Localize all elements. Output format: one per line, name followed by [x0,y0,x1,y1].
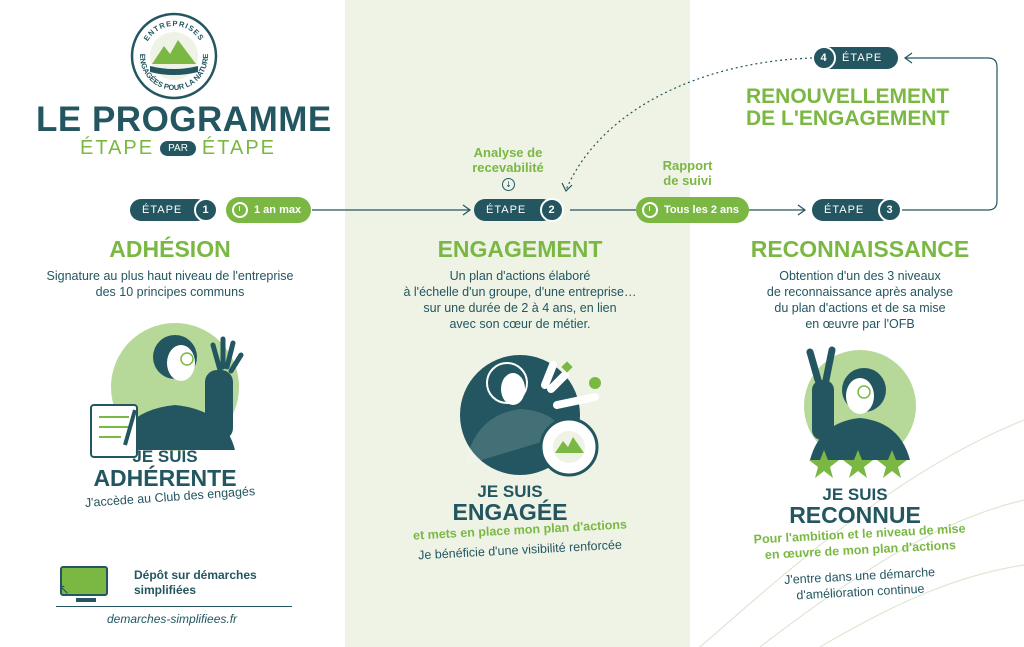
adherente-illustration [90,323,244,458]
reconnaissance-desc-line-1: Obtention d'un des 3 niveaux [779,269,941,283]
adhesion-status: ADHÉRENTE [93,465,237,491]
stopwatch-icon [642,202,658,218]
step-3-number: 3 [878,198,902,222]
engagee-illustration [460,355,601,477]
computer-monitor-icon [60,566,112,602]
engagement-status: ENGAGÉE [452,499,568,525]
step-1-pill: ÉTAPE 1 [130,198,218,222]
renouvellement-line-2: DE L'ENGAGEMENT [746,107,950,130]
reconnaissance-desc-line-3: du plan d'actions et de sa mise [774,301,946,315]
stopwatch-icon [232,202,248,218]
adhesion-desc-line-2: des 10 principes communs [95,285,245,299]
step-1-label: ÉTAPE [142,204,183,216]
step-2-label: ÉTAPE [486,204,527,216]
step-4-pill: ÉTAPE 4 [812,46,898,70]
duration-1-label: 1 an max [254,204,302,216]
depot-line-2: simplifiées [134,583,197,597]
adhesion-heading: ADHÉSION [109,236,231,262]
step-2-number: 2 [540,198,564,222]
three-stars-icon [809,450,907,478]
subtitle-etape-left: ÉTAPE [80,137,155,159]
depot-line-1: Dépôt sur démarches [134,568,257,582]
page-subtitle: ÉTAPE PAR ÉTAPE [80,137,276,160]
reconnaissance-desc-line-2: de reconnaissance après analyse [766,285,954,299]
engagement-heading: ENGAGEMENT [437,236,603,262]
timeline-line [312,52,998,216]
duration-2-pill: Tous les 2 ans [636,197,749,223]
engagement-panel-background [345,0,690,647]
reconnaissance-status: RECONNUE [789,502,921,528]
step-3-label: ÉTAPE [824,204,865,216]
analyse-recevabilite-label: Analyse de recevabilité [458,145,558,175]
decorative-curves [699,419,1024,647]
subtitle-par-pill: PAR [160,141,196,156]
step-4-number: 4 [812,46,836,70]
depot-divider [56,606,292,607]
reconnue-illustration [804,346,916,462]
engagement-desc-line-4: avec son cœur de métier. [449,317,591,331]
step-3-pill: ÉTAPE 3 [812,198,902,222]
engagement-desc-line-3: sur une durée de 2 à 4 ans, en lien [423,301,617,315]
engagement-description: Un plan d'actions élaboré à l'échelle d'… [360,268,680,332]
reconnaissance-heading: RECONNAISSANCE [750,236,970,262]
arrow-down-circle-icon: ↓ [502,178,515,191]
rapport-line-1: Rapport [662,158,713,173]
entreprises-engagees-logo: ENTREPRISES ENGAGÉES POUR LA NATURE [130,12,218,100]
adhesion-desc-line-1: Signature au plus haut niveau de l'entre… [46,269,294,283]
adhesion-je-suis: JE SUIS [132,447,198,466]
depot-label: Dépôt sur démarches simplifiées [134,568,257,598]
reconnaissance-desc-line-4: en œuvre par l'OFB [805,317,915,331]
cursor-icon: ↖ [58,582,70,598]
page-title: LE PROGRAMME [36,100,332,139]
step-4-label: ÉTAPE [842,52,883,64]
renouvellement-line-1: RENOUVELLEMENT [746,85,950,108]
rapport-de-suivi-label: Rapport de suivi [640,158,735,188]
engagement-desc-line-1: Un plan d'actions élaboré [449,269,591,283]
reconnaissance-description: Obtention d'un des 3 niveaux de reconnai… [700,268,1020,332]
step-1-number: 1 [194,198,218,222]
step-2-pill: ÉTAPE 2 [474,198,564,222]
reconnaissance-je-suis: JE SUIS [822,485,888,504]
renouvellement-title: RENOUVELLEMENT DE L'ENGAGEMENT [746,86,949,130]
duration-1-pill: 1 an max [226,197,312,223]
rapport-line-2: de suivi [663,173,712,188]
engagement-je-suis: JE SUIS [477,482,543,501]
demarches-link[interactable]: demarches-simplifiees.fr [107,612,238,626]
engagement-desc-line-2: à l'échelle d'un groupe, d'une entrepris… [403,285,637,299]
adhesion-description: Signature au plus haut niveau de l'entre… [10,268,330,300]
duration-2-label: Tous les 2 ans [664,204,739,216]
analyse-line-2: recevabilité [472,160,544,175]
analyse-line-1: Analyse de [473,145,543,160]
subtitle-etape-right: ÉTAPE [201,137,277,159]
